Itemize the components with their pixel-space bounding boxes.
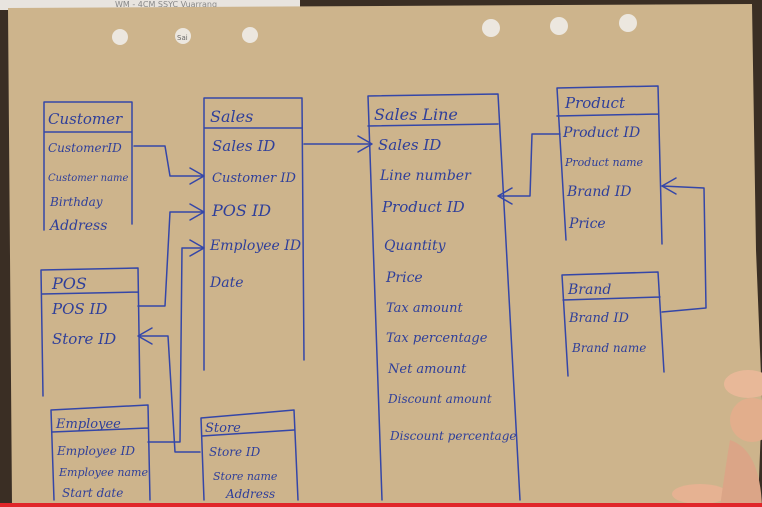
entity-field: Date bbox=[209, 275, 243, 291]
hole bbox=[175, 28, 191, 44]
entity-field: Customer name bbox=[48, 173, 129, 184]
crowfoot bbox=[661, 177, 677, 195]
entity-field: Customer ID bbox=[212, 171, 297, 186]
hole bbox=[550, 17, 568, 35]
hand-fingers bbox=[672, 370, 762, 507]
entity-product: Product Product ID Product name Brand ID… bbox=[556, 85, 663, 245]
entity-field: Store ID bbox=[52, 330, 116, 348]
crowfoot bbox=[497, 187, 513, 205]
entity-field: Birthday bbox=[49, 195, 103, 209]
entity-field: POS ID bbox=[211, 201, 271, 220]
entity-field: Price bbox=[568, 216, 606, 232]
entity-title: Store bbox=[205, 421, 241, 436]
hole bbox=[242, 27, 258, 43]
top-strip-text: WM - 4CM SSYC Vuarrang bbox=[115, 0, 217, 9]
entity-sales: Sales Sales ID Customer ID POS ID Employ… bbox=[203, 97, 305, 371]
entity-title: Employee bbox=[55, 417, 121, 432]
entity-field: Employee ID bbox=[209, 238, 301, 254]
entity-field: Employee ID bbox=[56, 444, 135, 458]
entity-field: Store ID bbox=[209, 445, 261, 459]
entity-field: Product ID bbox=[381, 198, 465, 216]
entity-field: Product ID bbox=[562, 125, 640, 141]
entity-field: POS ID bbox=[51, 300, 107, 318]
hole bbox=[482, 19, 500, 37]
entity-customer: Customer CustomerID Customer name Birthd… bbox=[43, 101, 133, 234]
entity-field: Start date bbox=[62, 486, 123, 500]
crowfoot bbox=[189, 203, 205, 221]
palm bbox=[720, 440, 762, 507]
entity-title: POS bbox=[51, 274, 87, 293]
finger bbox=[672, 484, 728, 504]
entity-field: Brand ID bbox=[566, 184, 632, 200]
top-strip bbox=[0, 0, 300, 10]
relation-line bbox=[139, 335, 201, 453]
entity-field: Tax amount bbox=[386, 301, 464, 316]
entity-field: Sales ID bbox=[212, 137, 275, 155]
entity-field: Address bbox=[48, 218, 107, 234]
entity-employee: Employee Employee ID Employee name Start… bbox=[50, 404, 151, 501]
relation-line bbox=[147, 247, 203, 443]
entity-field: Address bbox=[225, 487, 275, 501]
entity-field: Tax percentage bbox=[386, 331, 488, 346]
entity-brand: Brand Brand ID Brand name bbox=[561, 271, 665, 377]
relation-line bbox=[499, 133, 561, 197]
entity-field: Discount percentage bbox=[389, 429, 517, 443]
entity-field: Discount amount bbox=[387, 392, 492, 406]
crowfoot bbox=[137, 327, 153, 345]
paper-sheet bbox=[8, 4, 762, 505]
relation-line bbox=[137, 211, 203, 307]
entity-field: Price bbox=[385, 270, 423, 286]
entity-field: Line number bbox=[379, 168, 472, 184]
hole bbox=[112, 29, 128, 45]
crowfoot bbox=[357, 135, 373, 153]
entity-title: Sales bbox=[210, 107, 253, 126]
relation-line bbox=[133, 145, 203, 177]
entity-field: Employee name bbox=[58, 466, 148, 479]
entity-title: Product bbox=[564, 94, 626, 112]
entity-store: Store Store ID Store name Address bbox=[200, 409, 299, 501]
entity-field: Quantity bbox=[384, 238, 447, 254]
entity-field: Store name bbox=[213, 470, 278, 483]
entity-sales-line: Sales Line Sales ID Line number Product … bbox=[367, 93, 521, 501]
entity-title: Customer bbox=[48, 110, 123, 128]
binder-holes: Sai bbox=[112, 14, 637, 45]
relation-line bbox=[661, 185, 707, 313]
entity-pos: POS POS ID Store ID bbox=[40, 267, 141, 399]
entity-field: Net amount bbox=[387, 362, 467, 377]
entity-title: Brand bbox=[567, 282, 611, 298]
crowfoot bbox=[189, 167, 205, 185]
finger bbox=[724, 370, 762, 398]
entity-field: Sales ID bbox=[378, 136, 441, 154]
entity-field: Brand name bbox=[571, 341, 646, 355]
entity-field: Product name bbox=[564, 156, 644, 169]
hole-label: Sai bbox=[177, 34, 188, 42]
crowfoot bbox=[189, 239, 205, 257]
finger bbox=[730, 398, 762, 442]
entity-field: CustomerID bbox=[48, 141, 122, 155]
entity-field: Brand ID bbox=[568, 311, 629, 326]
relationship-lines bbox=[133, 133, 707, 453]
hole bbox=[619, 14, 637, 32]
entity-title: Sales Line bbox=[374, 105, 458, 124]
video-progress-bar bbox=[0, 503, 762, 507]
